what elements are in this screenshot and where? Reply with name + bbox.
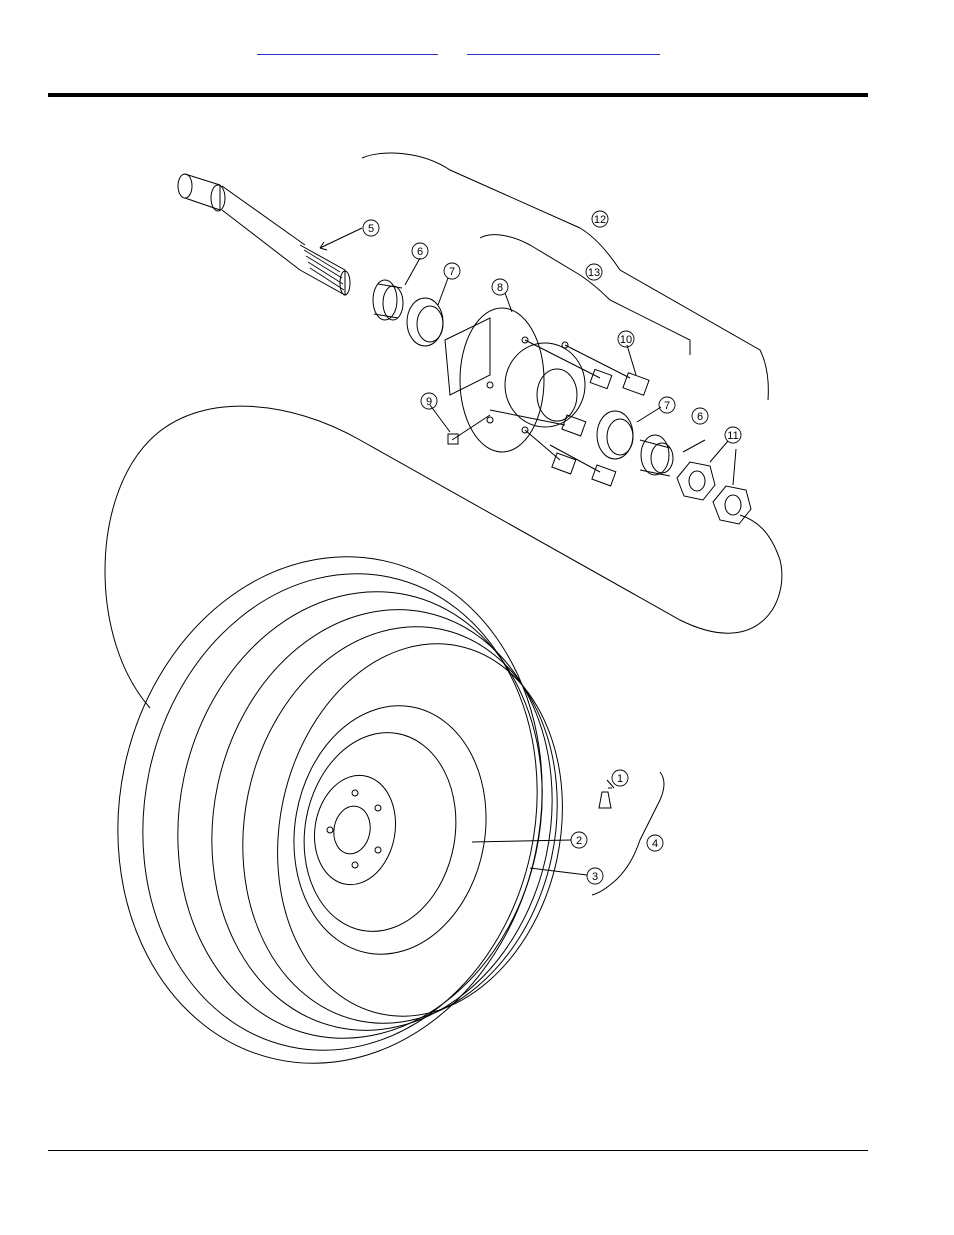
callout-9: 9 [421,393,437,409]
leader-lines [320,228,736,875]
bracket-13 [480,235,690,355]
loop-line [105,406,782,708]
grease-fitting [448,415,490,444]
svg-text:12: 12 [594,214,606,226]
bracket-12 [362,153,768,400]
spindle [178,174,350,295]
header-link-2[interactable] [467,40,660,55]
footer-rule [48,1150,868,1151]
svg-text:1: 1 [617,773,623,785]
callout-5: 5 [363,220,379,236]
bearing-cone-right [640,435,673,476]
svg-text:7: 7 [664,400,670,412]
svg-text:9: 9 [426,396,432,408]
svg-text:2: 2 [576,835,582,847]
bearing-cone-left [373,280,403,320]
spindle-nuts [677,462,751,524]
tire [85,517,596,1080]
callout-7b: 7 [659,397,675,413]
svg-text:11: 11 [727,430,738,442]
rim [275,690,506,969]
svg-text:7: 7 [449,266,455,278]
svg-text:3: 3 [592,871,598,883]
callout-12: 12 [592,211,608,227]
callout-13: 13 [586,264,602,280]
svg-text:13: 13 [588,267,600,279]
bearing-cup-left [407,298,443,346]
callout-4: 4 [647,835,663,851]
callout-3: 3 [587,868,603,884]
header-link-1[interactable] [257,40,438,55]
svg-text:6: 6 [417,246,423,258]
header-links [0,40,954,56]
callout-8: 8 [492,279,508,295]
callout-7: 7 [444,263,460,279]
callout-1: 1 [612,770,628,786]
bearing-cup-right [597,411,633,459]
callout-6b: 6 [692,408,708,424]
callout-6: 6 [412,243,428,259]
svg-text:4: 4 [652,838,658,850]
header-rule [48,93,868,97]
svg-text:8: 8 [497,282,503,294]
callout-2: 2 [571,832,587,848]
callout-10: 10 [618,331,634,347]
wheel-hub-exploded-diagram: 1 2 3 4 5 6 7 8 9 10 11 12 13 6 7 [85,130,805,1080]
wheel-bolts [490,340,649,486]
svg-text:10: 10 [620,334,632,346]
callout-11: 11 [725,427,741,443]
svg-text:5: 5 [368,223,374,235]
valve-stem [599,788,612,808]
svg-text:6: 6 [697,411,703,423]
